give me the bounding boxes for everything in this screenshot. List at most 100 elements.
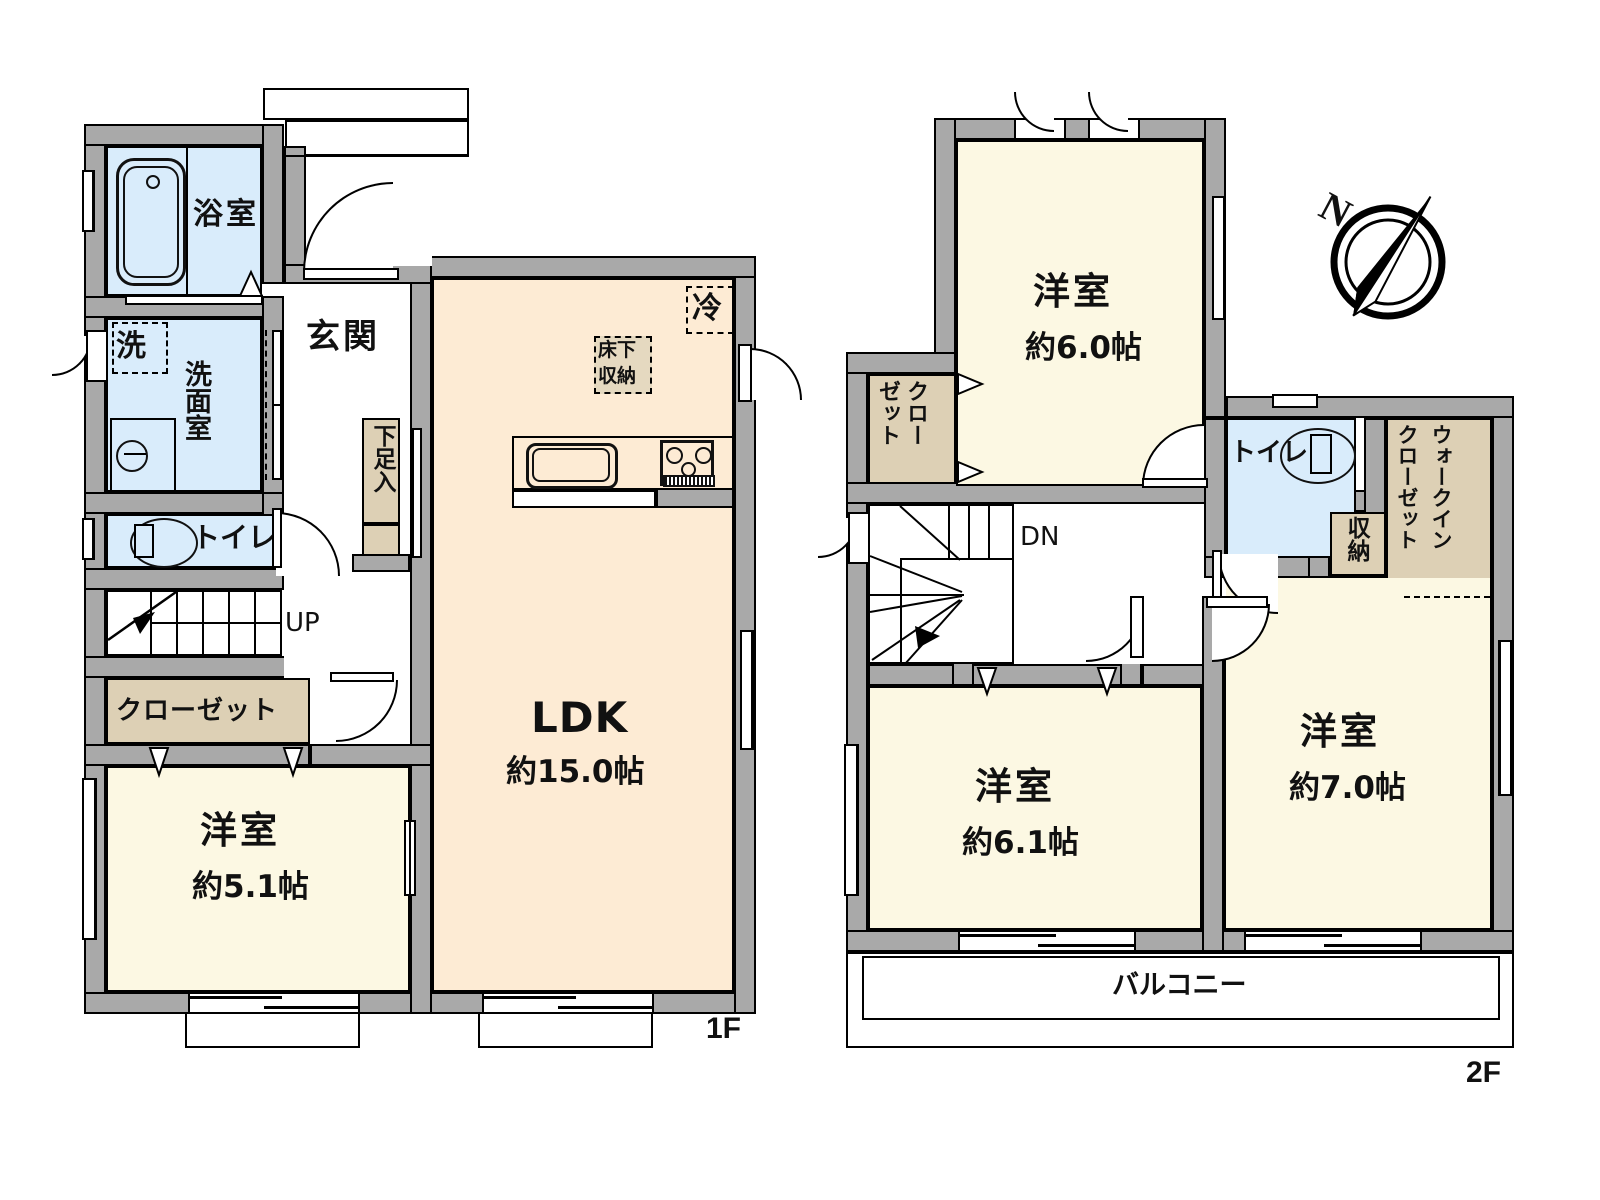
room-ldk-size: 約15.0帖 — [506, 754, 645, 790]
room-bedroom3-size: 約6.1帖 — [962, 825, 1079, 861]
room-bedroom4 — [1224, 596, 1492, 930]
stair-1f-up-label: UP — [285, 608, 320, 638]
wall-bed3-top — [868, 664, 1136, 686]
window-ldk-right-upper-line — [751, 630, 753, 750]
room-bedroom4-size: 約7.0帖 — [1289, 770, 1406, 806]
hall-2f-left-door-jamb — [848, 512, 870, 564]
window-ldk-bottom-l1 — [484, 996, 576, 999]
wall-1f-top-ldk — [410, 256, 756, 278]
storage-2f-label: 収納 — [1343, 516, 1369, 562]
room-ldk-label: LDK — [531, 693, 629, 742]
stair-2f-rail-h2 — [868, 594, 964, 596]
stair-2f — [868, 504, 1014, 664]
wall-kitchen-stub — [656, 488, 734, 508]
window-ldk-bottom-l2 — [558, 1006, 652, 1009]
shoebox-base-wall — [352, 554, 410, 572]
room-ldk — [432, 278, 734, 992]
wic-2f-label-col2: ウォークイン — [1429, 424, 1453, 550]
wic-door-dashed — [1404, 596, 1490, 598]
closet-a-2f — [868, 374, 956, 484]
sink-basin-line — [124, 453, 146, 455]
window-bedroom1-bottom-l2 — [264, 1006, 358, 1009]
room-toilet-2f-label: トイレ — [1230, 438, 1309, 468]
window-bedroom1-left-line — [95, 778, 97, 940]
room-bedroom1-size: 約5.1帖 — [192, 869, 309, 905]
wic-2f-label-col1: クローゼット — [1395, 424, 1419, 550]
stair-2f-step-2 — [968, 504, 970, 560]
shoebox — [362, 418, 400, 524]
room-bedroom2-label: 洋室 — [1033, 270, 1113, 313]
washroom-hall-door-jamb2 — [272, 404, 282, 480]
washer-label: 洗 — [116, 329, 146, 364]
window-bedroom1-bottom-l1 — [190, 996, 282, 999]
washroom-hall-door-jamb — [272, 330, 282, 406]
room-bedroom1 — [106, 766, 410, 992]
washer-box — [112, 322, 168, 374]
window-bed3-balcony-l2 — [1038, 944, 1134, 947]
balcony-label: バルコニー — [1112, 970, 1247, 1001]
stair-2f-dn-label: DN — [1020, 522, 1060, 552]
window-bed3-balcony-l1 — [960, 934, 1056, 937]
stove-burner-1 — [666, 447, 683, 464]
room-toilet-1f-label: トイレ — [192, 521, 277, 554]
floor1-tag: 1F — [706, 1012, 742, 1045]
stair-2f-step-1 — [948, 504, 950, 560]
balcony-inner — [862, 956, 1500, 1020]
room-bedroom3-label: 洋室 — [975, 765, 1055, 808]
toilet-tank-icon-1f — [134, 524, 154, 558]
room-bedroom4-label: 洋室 — [1300, 710, 1380, 753]
entrance-porch-inner — [285, 120, 469, 156]
room-bath-label: 浴室 — [193, 197, 259, 232]
wall-entrance-left — [284, 146, 306, 266]
window-toilet2 — [1272, 394, 1318, 408]
wall-bath-right — [262, 124, 284, 284]
sink-basin-icon — [116, 440, 148, 472]
window-bed4-right-line — [1499, 640, 1501, 796]
storage-2f — [1330, 512, 1386, 576]
washroom-exterior-door-jamb — [86, 330, 108, 382]
wall-washroom-toilet — [84, 492, 284, 514]
stair-2f-rail-h1 — [900, 558, 1014, 560]
window-bed2-right — [1212, 196, 1226, 320]
wall-toilet-bottom — [84, 568, 284, 590]
underfloor-storage-box — [594, 336, 652, 394]
room-bedroom2-size: 約6.0帖 — [1025, 330, 1142, 366]
entrance-porch-outer — [263, 88, 469, 120]
ldk-side-door-jamb — [738, 344, 752, 402]
entrance-door-leaf — [303, 268, 399, 280]
wall-bath-washroom — [84, 296, 284, 318]
window-bed2-right-line — [1223, 196, 1225, 320]
underfloor-storage-label-1: 床下 — [598, 339, 637, 361]
bath-partition — [186, 146, 188, 296]
terrace-ldk — [478, 1010, 653, 1048]
compass-north-label: N — [1312, 182, 1359, 237]
window-ldk-right-upper — [740, 630, 754, 750]
stair-2f-step-3 — [988, 504, 990, 560]
fridge-label: 冷 — [692, 291, 722, 326]
closet-1f-label: クローゼット — [116, 696, 279, 726]
stove-grill — [663, 475, 715, 487]
kitchen-front-panel — [512, 490, 656, 508]
room-bedroom2 — [956, 140, 1204, 418]
toilet-tank-icon-2f — [1310, 434, 1332, 474]
window-bed4-balcony-l1 — [1246, 934, 1342, 937]
terrace-bedroom1 — [185, 1010, 360, 1048]
window-bedroom1-left — [82, 778, 96, 940]
wall-2f-right-top — [1226, 396, 1514, 418]
bedroom3-door-jamb — [1130, 596, 1144, 658]
room-bedroom3 — [868, 686, 1202, 930]
shoebox-label: 下足入 — [369, 424, 395, 493]
porch-step-line — [285, 155, 469, 157]
stair-2f-rail-v1 — [900, 558, 902, 664]
wall-hall-bottom — [310, 744, 432, 766]
wall-hall-2f-bottom-right — [1142, 664, 1204, 686]
room-washroom-label: 洗面室 — [180, 360, 211, 441]
hall-ldk-door-panel — [412, 428, 422, 558]
toilet-bowl-icon-1f — [130, 518, 198, 568]
fridge-box — [686, 286, 734, 334]
stove-burner-2 — [695, 447, 712, 464]
closet-1f — [106, 678, 310, 744]
closet-a-2f-label-col1: ゼット — [875, 380, 900, 446]
stair-1f-mid-rail — [150, 622, 282, 624]
